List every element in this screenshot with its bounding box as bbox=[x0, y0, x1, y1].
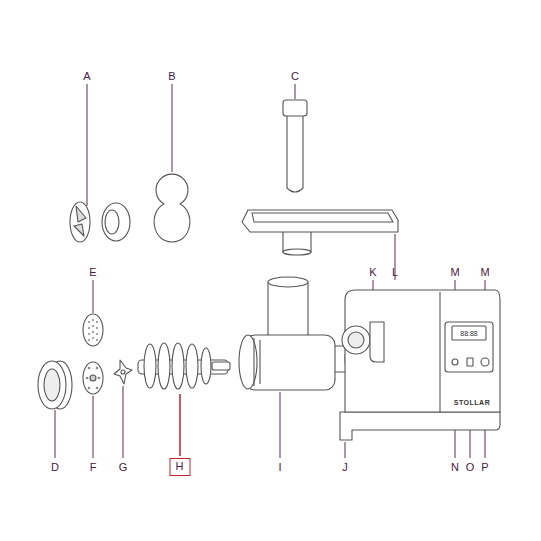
part-letter: M bbox=[480, 267, 489, 278]
part-letter: F bbox=[90, 462, 97, 473]
part-letter: I bbox=[278, 462, 281, 473]
part-letter: D bbox=[51, 462, 59, 473]
part-letter: E bbox=[89, 267, 96, 278]
part-letter: P bbox=[481, 462, 488, 473]
part-letter: M bbox=[450, 267, 459, 278]
highlight-leader bbox=[179, 394, 181, 456]
brand-name: STOLLAR bbox=[454, 399, 490, 406]
part-letter: J bbox=[342, 462, 348, 473]
part-letter: C bbox=[291, 71, 299, 82]
highlighted-part-label: H bbox=[170, 458, 191, 476]
display-text: 88:88 bbox=[460, 330, 478, 337]
part-letter: N bbox=[451, 462, 459, 473]
part-letter: K bbox=[369, 267, 376, 278]
part-letter: H bbox=[176, 461, 185, 472]
parts bbox=[38, 100, 500, 440]
part-letter: O bbox=[466, 462, 475, 473]
part-letter: L bbox=[392, 267, 398, 278]
part-letter: G bbox=[119, 462, 128, 473]
part-letter: A bbox=[83, 71, 90, 82]
part-letter: B bbox=[168, 71, 175, 82]
